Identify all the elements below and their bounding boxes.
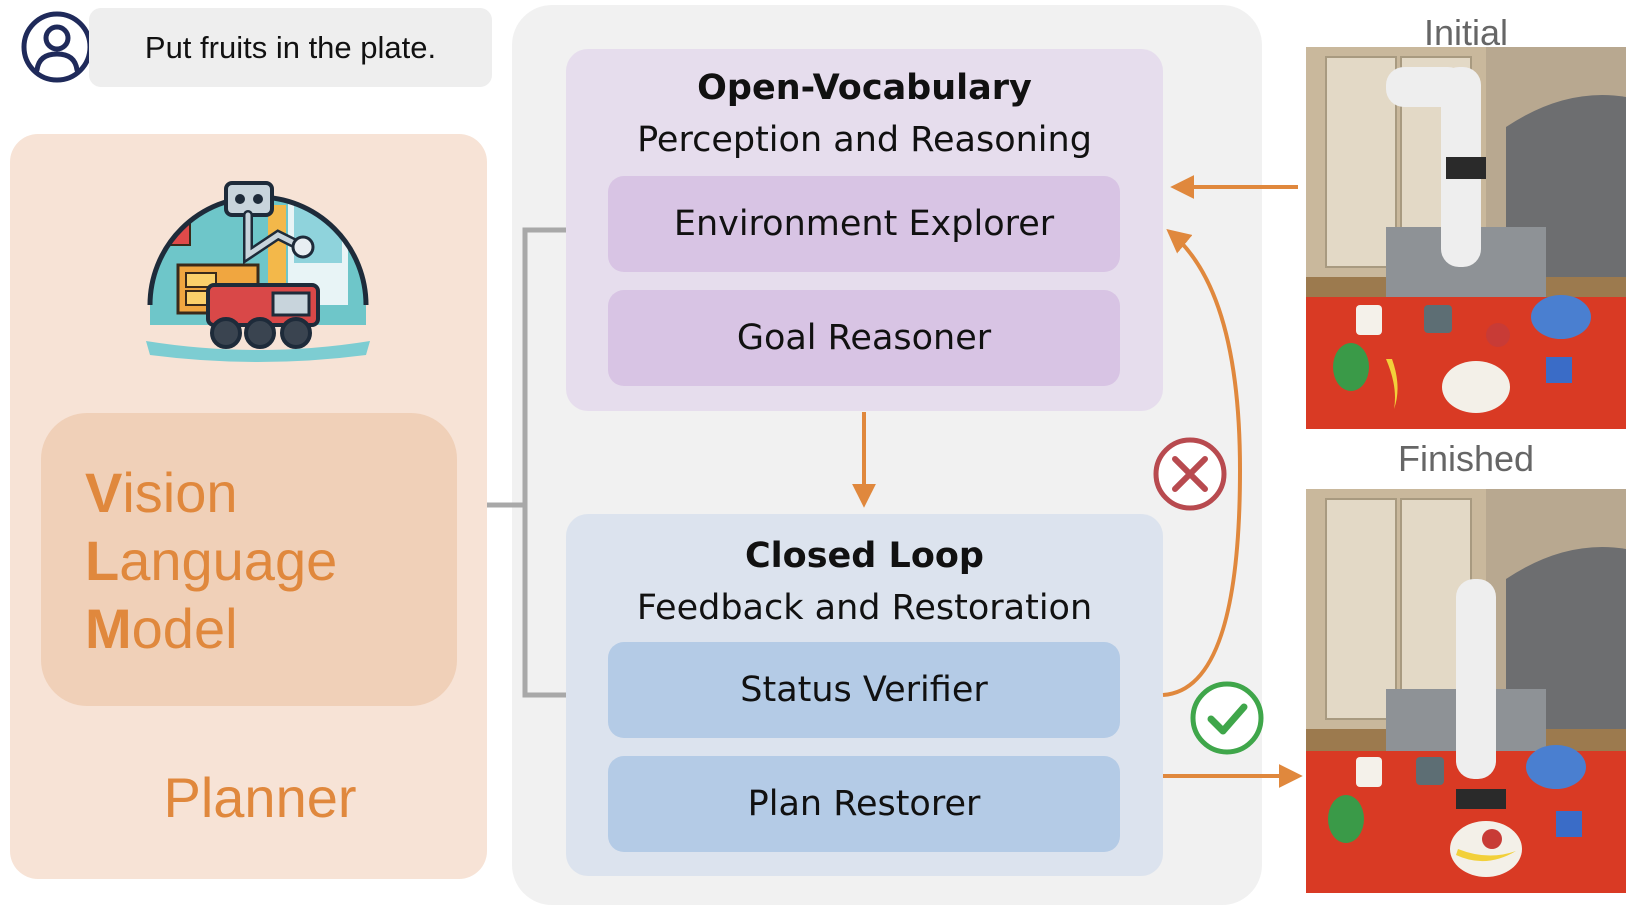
user-circle-icon: [21, 11, 93, 83]
finished-scene-image: [1306, 489, 1626, 893]
vlm-line-model: Model: [85, 597, 238, 660]
goal-reasoner-module: Goal Reasoner: [608, 290, 1120, 386]
vlm-box: [41, 413, 457, 706]
finished-label: Finished: [1397, 438, 1535, 479]
vlm-line-language: Language: [85, 529, 338, 592]
plan-restorer-module: Plan Restorer: [608, 756, 1120, 852]
feedback-subtitle: Feedback and Restoration: [636, 588, 1093, 628]
initial-label: Initial: [1423, 12, 1509, 53]
planner-label: Planner: [163, 766, 357, 829]
robot-illustration: [146, 181, 370, 362]
feedback-title: Closed Loop: [745, 536, 984, 576]
environment-explorer-module: Environment Explorer: [608, 176, 1120, 272]
perception-subtitle: Perception and Reasoning: [637, 120, 1092, 160]
prompt-text: Put fruits in the plate.: [144, 29, 437, 65]
status-verifier-module: Status Verifier: [608, 642, 1120, 738]
prompt-box: Put fruits in the plate.: [89, 8, 492, 87]
vlm-line-vision: Vision: [85, 461, 238, 524]
perception-title: Open-Vocabulary: [697, 68, 1032, 108]
initial-scene-image: [1306, 47, 1626, 429]
